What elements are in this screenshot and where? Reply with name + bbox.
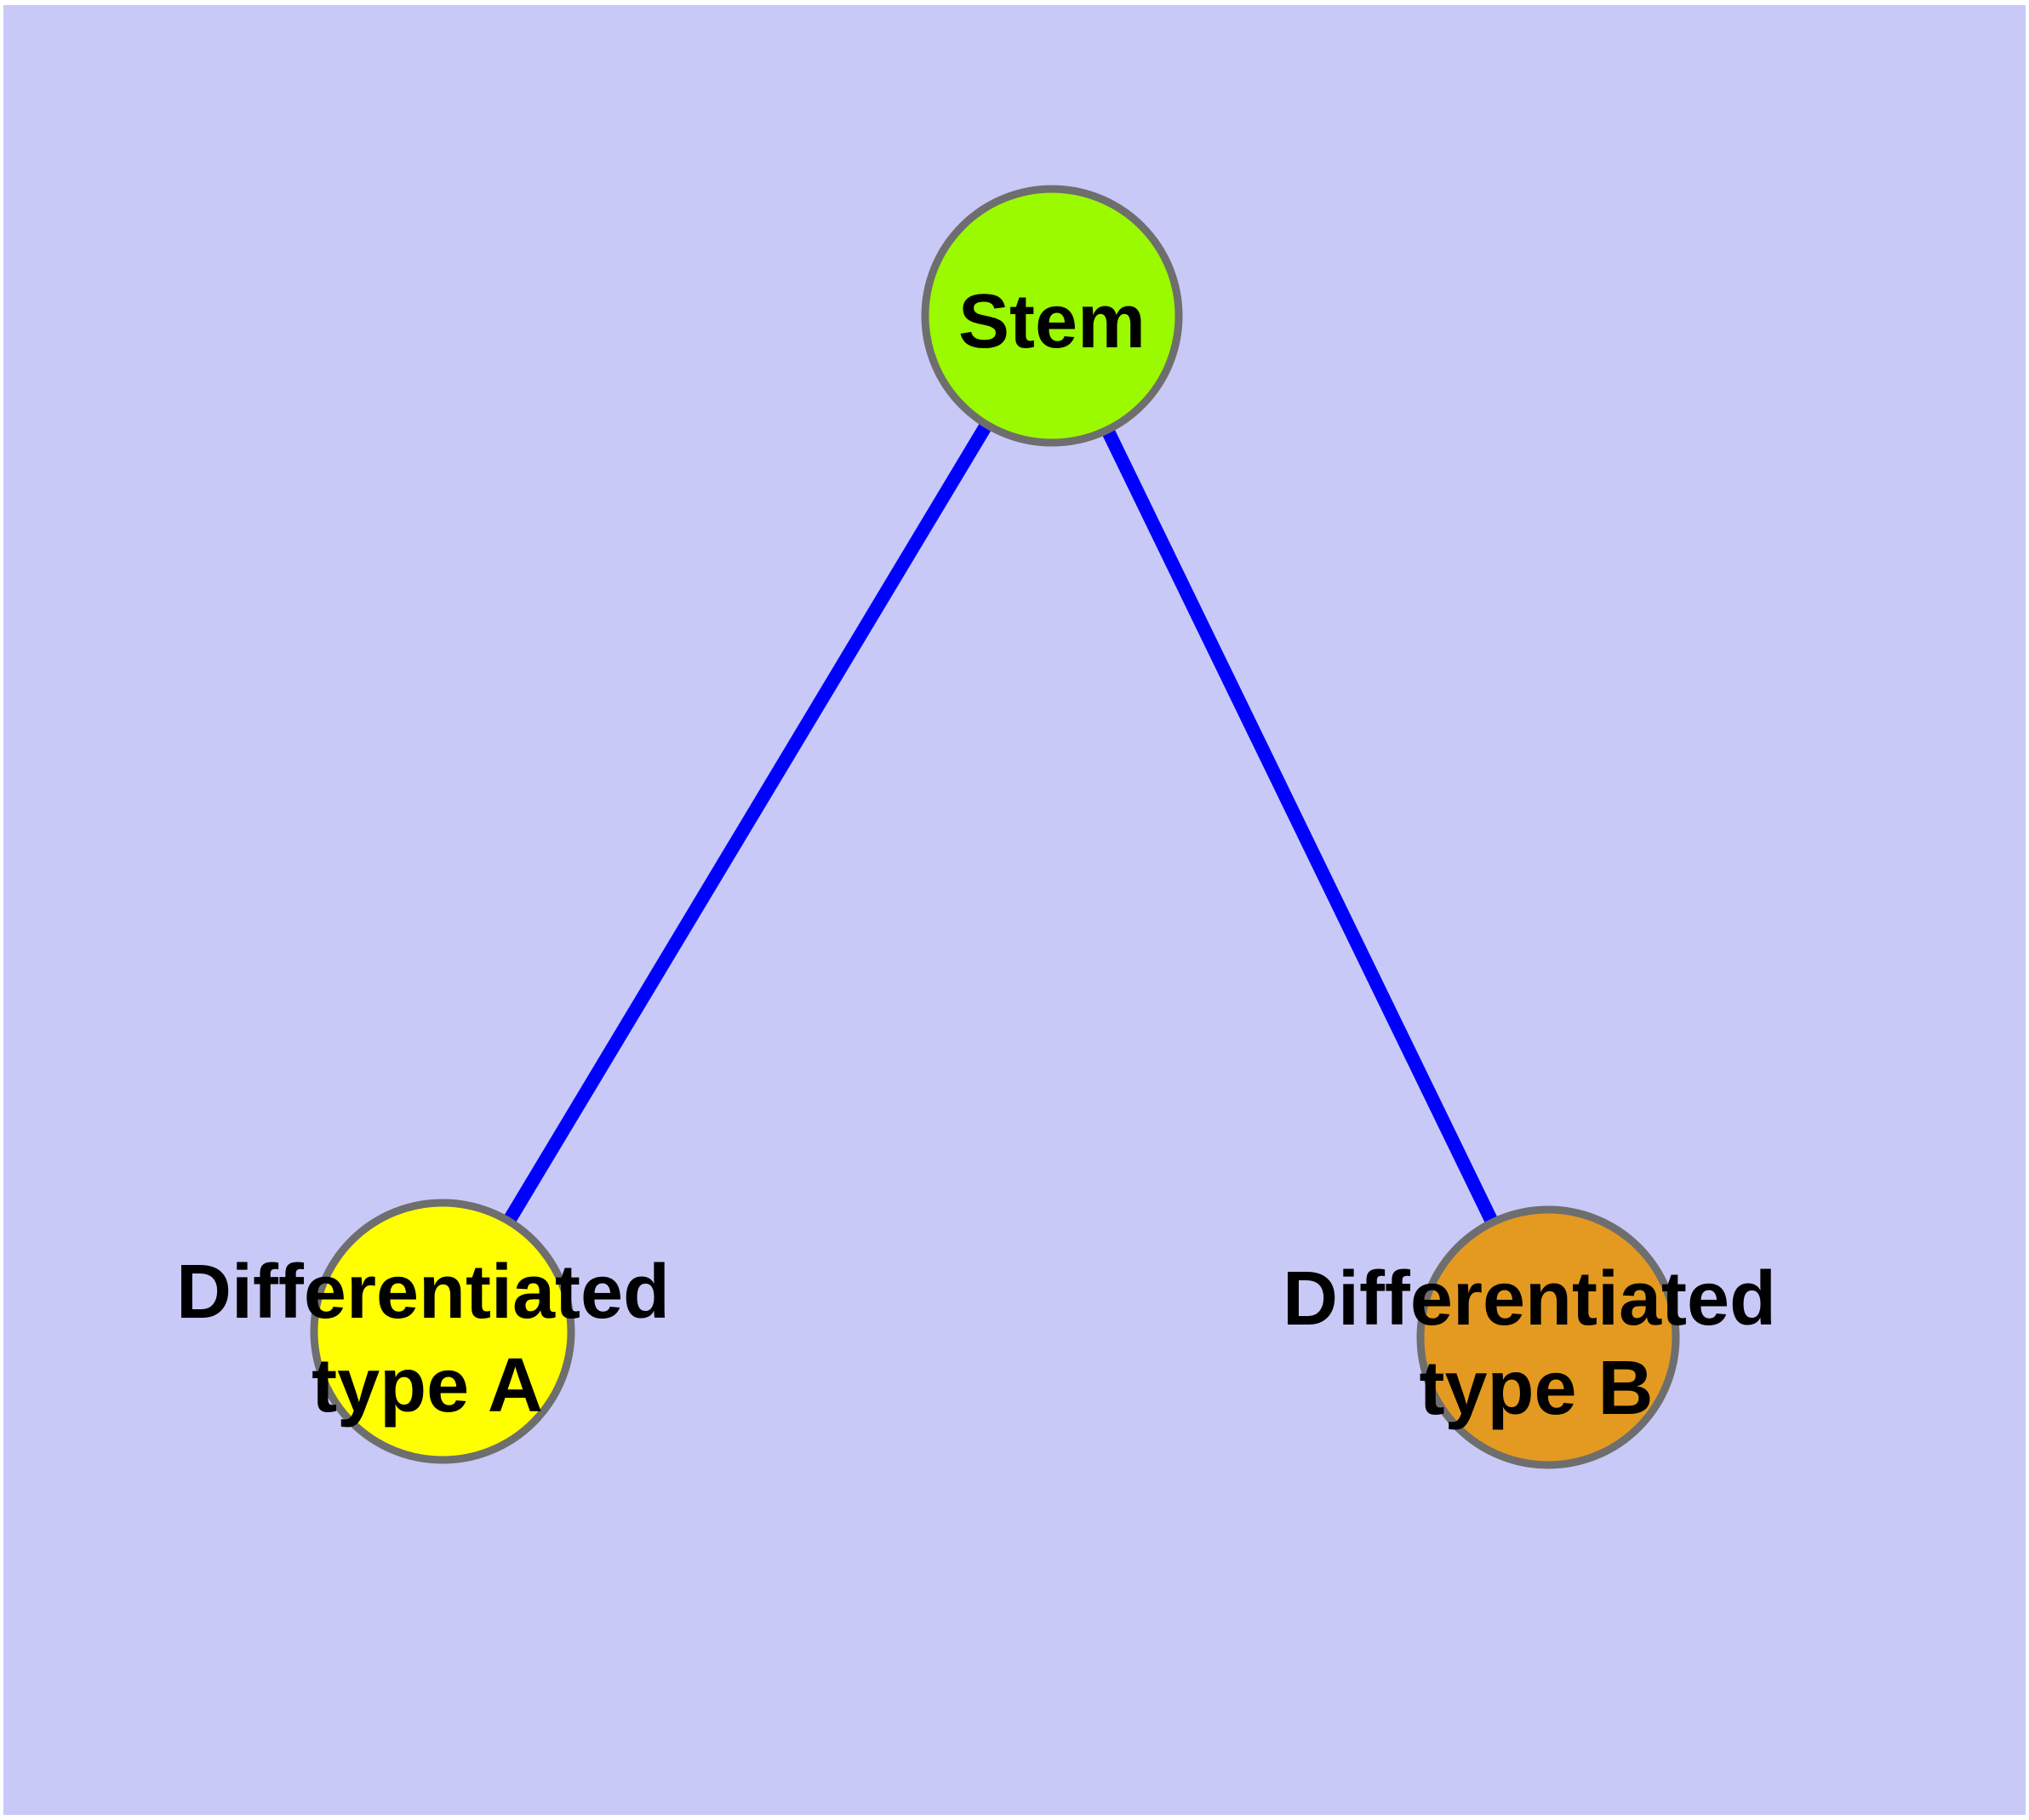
node-type-a-label-line2: type A (311, 1343, 543, 1428)
node-type-b-label-line2: type B (1419, 1346, 1653, 1431)
node-stem-label: Stem (958, 279, 1146, 364)
edge-stem-to-type-b (1045, 312, 1555, 1341)
edge-stem-to-type-a (437, 312, 1058, 1336)
node-type-a-label-line1: Differentiated (176, 1250, 670, 1335)
node-type-b-circle (1416, 1205, 1680, 1469)
node-type-b-label-line1: Differentiated (1283, 1256, 1776, 1342)
node-type-a-circle (310, 1199, 575, 1464)
node-stem-circle (921, 185, 1183, 447)
